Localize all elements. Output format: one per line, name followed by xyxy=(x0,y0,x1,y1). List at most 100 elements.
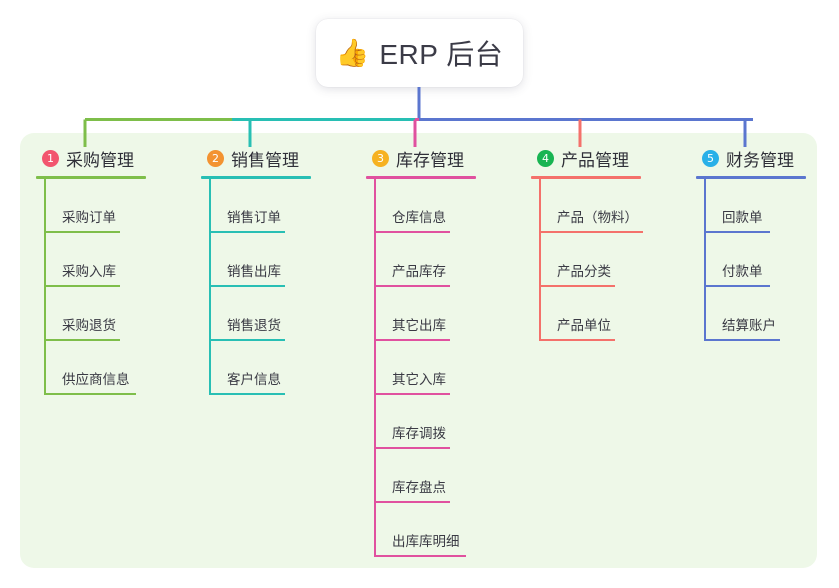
list-item-underline xyxy=(44,339,120,341)
list-item-underline xyxy=(539,231,643,233)
list-item-label: 销售订单 xyxy=(227,210,281,225)
column-items-4: 产品（物料） 产品分类产品单位 xyxy=(531,179,643,341)
list-item[interactable]: 其它入库 xyxy=(366,341,476,395)
list-item-label: 采购退货 xyxy=(62,318,116,333)
list-item-underline xyxy=(374,339,450,341)
list-item-underline xyxy=(209,285,285,287)
list-item[interactable]: 采购退货 xyxy=(36,287,146,341)
column-underline-5 xyxy=(696,176,806,179)
list-item-label: 其它入库 xyxy=(392,372,446,387)
list-item[interactable]: 出库库明细 xyxy=(366,503,476,557)
column-title-4: 产品管理 xyxy=(561,150,629,170)
list-item[interactable]: 供应商信息 xyxy=(36,341,146,395)
list-item-label: 仓库信息 xyxy=(392,210,446,225)
column-spine-2 xyxy=(209,179,211,395)
column-items-1: 采购订单采购入库采购退货供应商信息 xyxy=(36,179,146,395)
column-badge-3: 3 xyxy=(372,149,389,167)
list-item-label: 采购入库 xyxy=(62,264,116,279)
column-4: 4 产品管理产品（物料） 产品分类产品单位 xyxy=(531,145,643,341)
list-item-label: 出库库明细 xyxy=(392,534,460,549)
column-spine-3 xyxy=(374,179,376,557)
list-item[interactable]: 产品（物料） xyxy=(531,179,643,233)
column-header-3[interactable]: 3 库存管理 xyxy=(366,145,476,171)
column-title-3: 库存管理 xyxy=(396,150,464,170)
list-item-underline xyxy=(374,393,450,395)
list-item-label: 其它出库 xyxy=(392,318,446,333)
list-item-underline xyxy=(209,393,285,395)
list-item-label: 产品分类 xyxy=(557,264,611,279)
list-item[interactable]: 客户信息 xyxy=(201,341,311,395)
list-item[interactable]: 产品单位 xyxy=(531,287,641,341)
column-underline-1 xyxy=(36,176,146,179)
list-item[interactable]: 销售退货 xyxy=(201,287,311,341)
list-item-label: 销售出库 xyxy=(227,264,281,279)
column-header-1[interactable]: 1 采购管理 xyxy=(36,145,146,171)
column-header-4[interactable]: 4 产品管理 xyxy=(531,145,641,171)
list-item[interactable]: 销售订单 xyxy=(201,179,311,233)
list-item[interactable]: 仓库信息 xyxy=(366,179,476,233)
column-5: 5 财务管理回款单付款单结算账户 xyxy=(696,145,806,341)
list-item[interactable]: 采购入库 xyxy=(36,233,146,287)
column-3: 3 库存管理仓库信息产品库存其它出库其它入库库存调拨库存盘点出库库明细 xyxy=(366,145,476,557)
list-item-underline xyxy=(539,339,615,341)
column-underline-3 xyxy=(366,176,476,179)
column-title-5: 财务管理 xyxy=(726,150,794,170)
list-item-underline xyxy=(44,285,120,287)
list-item-underline xyxy=(374,555,466,557)
column-underline-2 xyxy=(201,176,311,179)
list-item-underline xyxy=(209,231,285,233)
column-badge-1: 1 xyxy=(42,149,59,167)
list-item[interactable]: 库存调拨 xyxy=(366,395,476,449)
list-item[interactable]: 结算账户 xyxy=(696,287,806,341)
column-items-3: 仓库信息产品库存其它出库其它入库库存调拨库存盘点出库库明细 xyxy=(366,179,476,557)
column-badge-2: 2 xyxy=(207,149,224,167)
list-item[interactable]: 采购订单 xyxy=(36,179,146,233)
list-item-underline xyxy=(374,447,450,449)
list-item-label: 产品库存 xyxy=(392,264,446,279)
root-title-node[interactable]: 👍 ERP 后台 xyxy=(316,19,523,87)
list-item-label: 付款单 xyxy=(722,264,763,279)
list-item[interactable]: 库存盘点 xyxy=(366,449,476,503)
column-1: 1 采购管理采购订单采购入库采购退货供应商信息 xyxy=(36,145,146,395)
column-badge-4: 4 xyxy=(537,149,554,167)
list-item[interactable]: 回款单 xyxy=(696,179,806,233)
list-item[interactable]: 产品库存 xyxy=(366,233,476,287)
list-item-label: 销售退货 xyxy=(227,318,281,333)
list-item-underline xyxy=(704,339,780,341)
list-item-label: 产品单位 xyxy=(557,318,611,333)
list-item-label: 回款单 xyxy=(722,210,763,225)
list-item-underline xyxy=(374,231,450,233)
column-title-2: 销售管理 xyxy=(231,150,299,170)
list-item-underline xyxy=(374,285,450,287)
column-header-2[interactable]: 2 销售管理 xyxy=(201,145,311,171)
column-spine-4 xyxy=(539,179,541,341)
list-item-underline xyxy=(44,231,120,233)
column-spine-5 xyxy=(704,179,706,341)
list-item[interactable]: 其它出库 xyxy=(366,287,476,341)
list-item-label: 结算账户 xyxy=(722,318,776,333)
column-header-5[interactable]: 5 财务管理 xyxy=(696,145,806,171)
branch-panel xyxy=(20,133,817,568)
list-item[interactable]: 销售出库 xyxy=(201,233,311,287)
thumbs-up-icon: 👍 xyxy=(335,37,370,68)
list-item-label: 供应商信息 xyxy=(62,372,130,387)
column-badge-5: 5 xyxy=(702,149,719,167)
list-item[interactable]: 产品分类 xyxy=(531,233,641,287)
list-item-underline xyxy=(704,231,770,233)
column-title-1: 采购管理 xyxy=(66,150,134,170)
list-item-label: 库存调拨 xyxy=(392,426,446,441)
page-title: ERP 后台 xyxy=(379,39,504,70)
column-items-5: 回款单付款单结算账户 xyxy=(696,179,806,341)
column-2: 2 销售管理销售订单销售出库销售退货客户信息 xyxy=(201,145,311,395)
list-item-label: 客户信息 xyxy=(227,372,281,387)
list-item[interactable]: 付款单 xyxy=(696,233,806,287)
list-item-underline xyxy=(704,285,770,287)
list-item-underline xyxy=(44,393,136,395)
column-spine-1 xyxy=(44,179,46,395)
column-underline-4 xyxy=(531,176,641,179)
list-item-underline xyxy=(539,285,615,287)
list-item-underline xyxy=(374,501,450,503)
column-items-2: 销售订单销售出库销售退货客户信息 xyxy=(201,179,311,395)
list-item-underline xyxy=(209,339,285,341)
